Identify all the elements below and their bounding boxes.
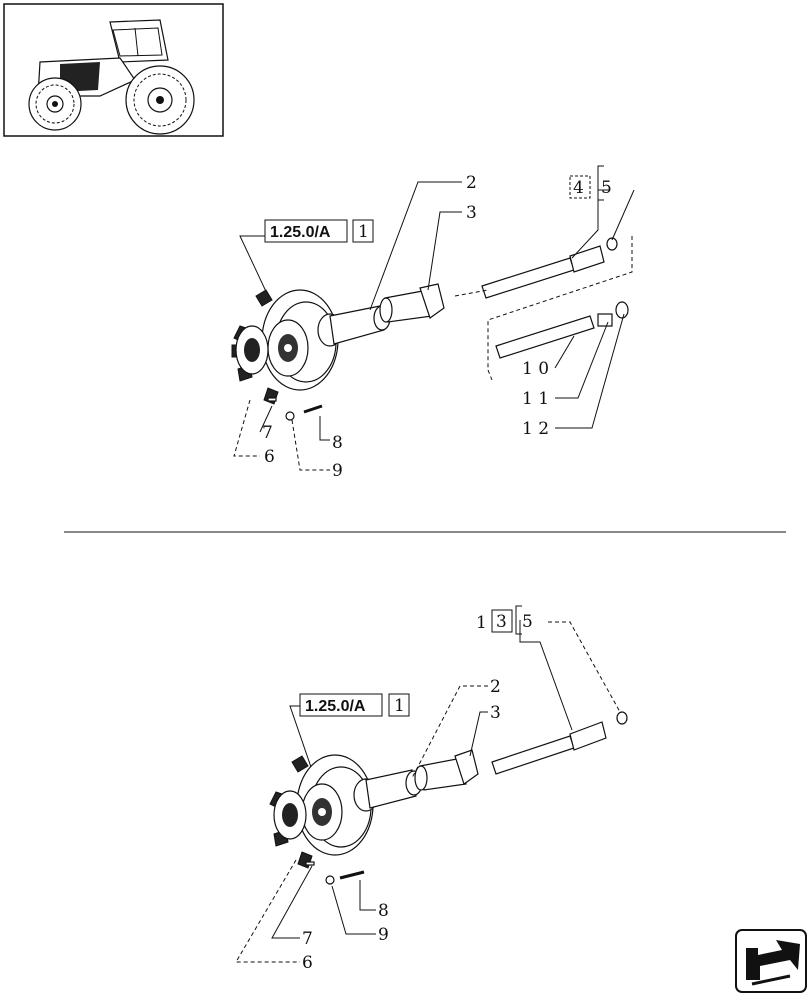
- top-ref-index: 1: [358, 222, 369, 242]
- bottom-label-5: 5: [522, 612, 533, 632]
- top-ref-index-box[interactable]: [352, 219, 374, 243]
- label-7: 7: [262, 423, 273, 443]
- top-assembly: 1.25.0/A 1: [231, 165, 635, 481]
- top-ref-code: 1.25.0/A: [270, 224, 331, 241]
- label-2: 2: [466, 173, 477, 193]
- bottom-release-bearing[interactable]: [353, 769, 423, 812]
- top-bolt-washer[interactable]: [267, 397, 323, 421]
- bottom-ref-code-box[interactable]: [299, 693, 383, 717]
- bottom-assembly: 1.25.0/A 1: [235, 605, 628, 973]
- bottom-label-1: 1: [476, 613, 487, 633]
- top-clutch-assembly[interactable]: [231, 289, 339, 405]
- bottom-main-shaft[interactable]: [491, 711, 628, 775]
- label-3: 3: [466, 203, 477, 223]
- label-11: 1 1: [522, 389, 549, 409]
- bottom-ref-code: 1.25.0/A: [305, 698, 366, 715]
- bottom-ref-index-box[interactable]: [388, 693, 410, 717]
- tractor-thumbnail: [3, 3, 224, 137]
- bottom-label-6: 6: [302, 953, 313, 973]
- top-main-shaft[interactable]: [481, 237, 618, 299]
- bottom-label-9: 9: [378, 925, 389, 945]
- label-4: 4: [573, 178, 584, 198]
- top-pto-shaft[interactable]: [495, 301, 629, 359]
- bottom-bolt-washer[interactable]: [305, 861, 365, 885]
- bottom-clutch-assembly[interactable]: [269, 754, 374, 869]
- next-page-arrow-icon[interactable]: [735, 929, 807, 993]
- label-12: 1 2: [522, 419, 549, 439]
- label-10: 1 0: [522, 359, 549, 379]
- label-6: 6: [264, 447, 275, 467]
- bottom-label-2: 2: [490, 677, 501, 697]
- bottom-ref-index: 1: [394, 696, 405, 716]
- bottom-label-7: 7: [302, 929, 313, 949]
- bottom-label-3-box: 3: [496, 612, 507, 632]
- top-guide-tube[interactable]: [379, 283, 445, 323]
- bottom-label-3: 3: [490, 703, 501, 723]
- label-5: 5: [601, 178, 612, 198]
- label-9: 9: [332, 461, 343, 481]
- top-ref-code-box[interactable]: [264, 219, 348, 243]
- bottom-label-8: 8: [378, 901, 389, 921]
- label-8: 8: [332, 433, 343, 453]
- bottom-guide-tube[interactable]: [414, 749, 479, 791]
- leader-2: [369, 181, 462, 311]
